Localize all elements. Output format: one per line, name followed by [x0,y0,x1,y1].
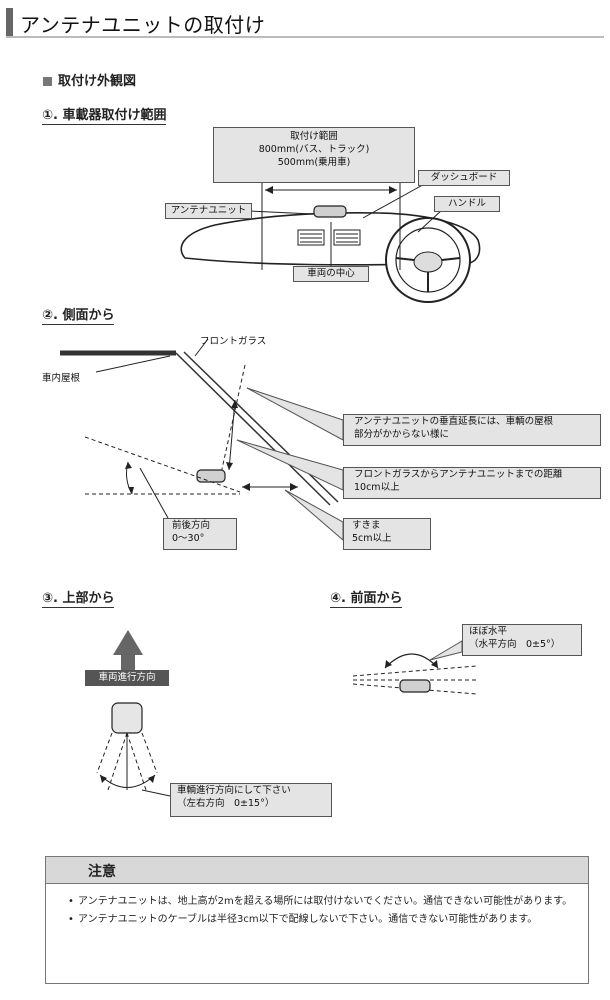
note-angle-line-2: 0～30° [172,533,205,544]
range-box-line-3: 500mm(乗用車) [277,157,351,168]
caution-title: 注意 [88,864,116,880]
antenna-side-shape [196,469,226,483]
note-distance-line-1: フロントガラスからアンテナユニットまでの距離 [354,469,563,480]
antenna-unit-shape [313,205,347,218]
antenna-unit-label: アンテナユニット [165,203,252,219]
caution-list: アンテナユニットは、地上高が2mを超える場所には取付けないでください。通信できな… [60,894,576,927]
note-gap-line-1: すきま [352,520,381,531]
direction-label: 車両進行方向 [85,670,169,686]
top-note-box: 車輌進行方向にして下さい （左右方向 0±15°） [170,783,332,817]
note-roof-box: アンテナユニットの垂直延長には、車輌の屋根 部分がかからない様に [343,414,601,446]
windshield-label: フロントガラス [200,336,267,347]
windshield-line-1 [175,352,331,506]
note-gap-line-2: 5cm以上 [352,533,392,544]
front-note-box: ほぼ水平 （水平方向 0±5°） [462,624,582,656]
antenna-top-shape [111,702,143,734]
note-roof-line-2: 部分がかからない様に [354,429,450,440]
sub2-title: ②. 側面から [42,304,115,325]
sub3-title: ③. 上部から [42,587,115,608]
page-header: アンテナユニットの取付け [6,6,604,38]
section-title-text: 取付け外観図 [58,74,137,89]
front-note-line-2: （水平方向 0±5°） [469,639,561,650]
note-distance-box: フロントガラスからアンテナユニットまでの距離 10cm以上 [343,467,601,499]
front-note-line-1: ほぼ水平 [469,626,508,637]
section-title: 取付け外観図 [43,70,136,89]
windshield-line-2 [183,351,339,503]
caution-body: アンテナユニットは、地上高が2mを超える場所には取付けないでください。通信できな… [46,884,588,927]
range-box: 取付け範囲 800mm(バス、トラック) 500mm(乗用車) [213,127,415,183]
roof-label: 車内屋根 [42,373,81,384]
square-bullet-icon [43,77,52,86]
caution-item: アンテナユニットは、地上高が2mを超える場所には取付けないでください。通信できな… [68,894,576,909]
dashboard-label: ダッシュボード [418,170,510,186]
note-roof-line-1: アンテナユニットの垂直延長には、車輌の屋根 [354,416,554,427]
sub1-title: ①. 車載器取付け範囲 [42,104,167,125]
note-angle-box: 前後方向 0～30° [163,518,237,550]
caution-item: アンテナユニットのケーブルは半径3cm以下で配線しないで下さい。通信できない可能… [68,912,576,927]
range-box-line-1: 取付け範囲 [290,131,338,142]
range-box-line-2: 800mm(バス、トラック) [258,144,370,155]
page-title: アンテナユニットの取付け [20,13,266,37]
note-gap-box: すきま 5cm以上 [343,518,431,550]
header-accent-bar [6,8,13,36]
caution-header: 注意 [46,857,588,884]
sub4-title: ④. 前面から [330,587,403,608]
vehicle-center-label: 車両の中心 [293,266,369,282]
dashboard-outline [180,211,481,266]
note-distance-line-2: 10cm以上 [354,482,400,493]
handle-label: ハンドル [434,196,500,212]
top-note-line-2: （左右方向 0±15°） [177,798,275,809]
caution-box: 注意 アンテナユニットは、地上高が2mを超える場所には取付けないでください。通信… [45,856,589,984]
note-angle-line-1: 前後方向 [172,520,211,531]
antenna-front-shape [399,679,431,693]
direction-arrow [113,630,143,655]
top-note-line-1: 車輌進行方向にして下さい [177,785,291,796]
